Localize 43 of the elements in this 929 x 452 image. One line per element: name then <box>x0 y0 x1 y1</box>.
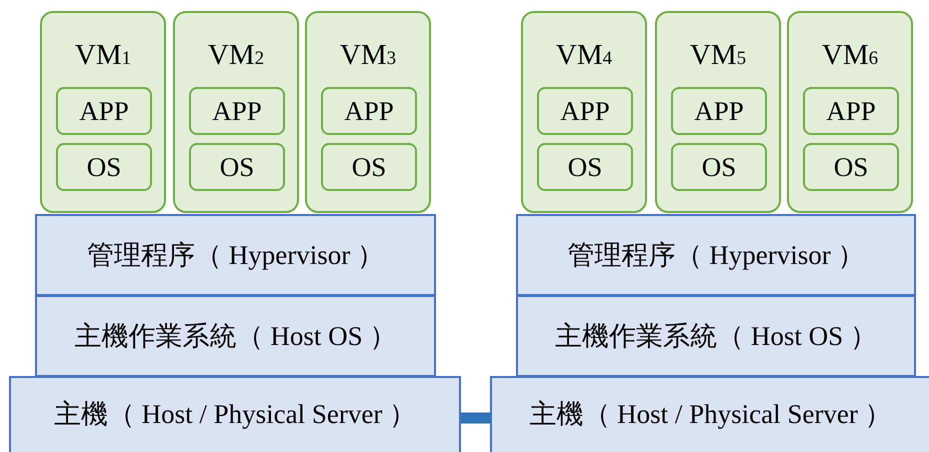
layer-box <box>321 87 417 135</box>
layer-box <box>537 87 633 135</box>
vm-box <box>521 11 647 213</box>
layer-label: OS <box>220 152 254 182</box>
layer-label: OS <box>352 152 386 182</box>
layer-label: OS <box>86 152 122 182</box>
layer-box <box>671 143 767 191</box>
layer-label: OS <box>568 152 602 182</box>
layer-label: 主機作業系統（ Host OS ） <box>555 320 877 353</box>
layer-box <box>803 143 899 191</box>
layer-box <box>56 87 152 135</box>
layer-label: 主機作業系統（ Host OS ） <box>74 320 396 353</box>
layer-box <box>803 87 899 135</box>
layer-bar <box>516 295 916 377</box>
connector-bar <box>461 412 490 424</box>
vm-box <box>40 11 166 213</box>
layer-label: APP <box>212 96 262 126</box>
layer-label: APP <box>344 96 394 126</box>
layer-bar <box>9 376 461 452</box>
layer-bar <box>35 214 436 296</box>
vm-box <box>787 11 913 213</box>
layer-label: APP <box>826 96 876 126</box>
layer-label: 主機（ Host / Physical Server ） <box>529 398 892 431</box>
layer-box <box>189 87 285 135</box>
layer-box <box>56 143 152 191</box>
layer-label: OS <box>702 152 736 182</box>
layer-label: 主機（ Host / Physical Server ） <box>54 398 416 431</box>
layer-label: 管理程序（ Hypervisor ） <box>87 239 384 272</box>
layer-label: OS <box>834 152 868 182</box>
vm-box <box>173 11 299 213</box>
layer-label: 管理程序（ Hypervisor ） <box>568 239 864 272</box>
vm-box <box>305 11 431 213</box>
vm-box <box>655 11 781 213</box>
layer-box <box>671 87 767 135</box>
layer-box <box>189 143 285 191</box>
layer-box <box>537 143 633 191</box>
layer-bar <box>490 376 929 452</box>
layer-box <box>321 143 417 191</box>
layer-bar <box>516 214 916 296</box>
layer-bar <box>35 295 436 377</box>
layer-label: APP <box>79 96 129 126</box>
layer-label: APP <box>560 96 610 126</box>
layer-label: APP <box>694 96 744 126</box>
